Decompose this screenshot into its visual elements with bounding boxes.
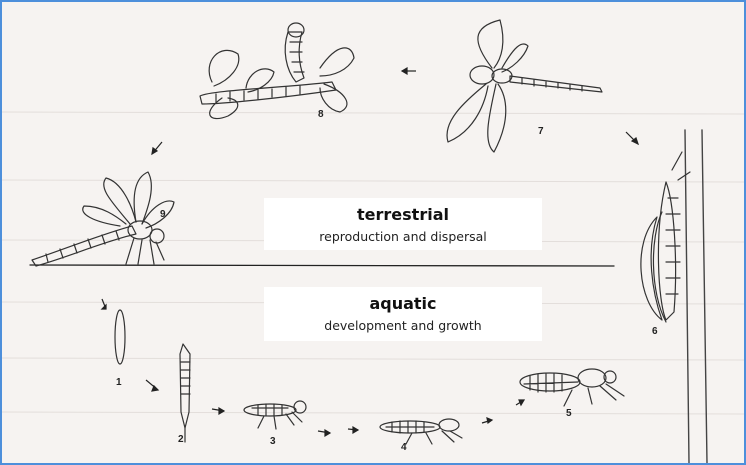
aquatic-title: aquatic xyxy=(264,294,542,314)
early-larva-drawing xyxy=(180,344,190,442)
stage-label-9: 9 xyxy=(160,209,166,220)
terrestrial-label-box: terrestrial reproduction and dispersal xyxy=(264,198,542,250)
stage-label-2: 2 xyxy=(178,434,184,445)
stage-label-7: 7 xyxy=(538,126,544,137)
aquatic-subtitle: development and growth xyxy=(264,317,542,335)
stage-label-3: 3 xyxy=(270,436,276,447)
stage-label-8: 8 xyxy=(318,109,324,120)
mating-pair-drawing xyxy=(200,23,354,119)
egg-drawing xyxy=(115,310,125,364)
stage-label-4: 4 xyxy=(401,442,407,453)
perched-adult-drawing xyxy=(32,172,174,266)
adult-dragonfly-drawing xyxy=(447,20,602,152)
emerging-adult-drawing xyxy=(641,152,690,322)
water-surface-line xyxy=(30,265,614,266)
young-nymph-drawing xyxy=(244,401,306,429)
late-nymph-drawing xyxy=(520,369,624,406)
stage-label-1: 1 xyxy=(116,377,122,388)
terrestrial-subtitle: reproduction and dispersal xyxy=(264,228,542,246)
aquatic-label-box: aquatic development and growth xyxy=(264,287,542,341)
nymph-drawing xyxy=(380,419,462,444)
reed-stem xyxy=(685,130,689,463)
stage-label-6: 6 xyxy=(652,326,658,337)
terrestrial-title: terrestrial xyxy=(264,205,542,225)
stage-label-5: 5 xyxy=(566,408,572,419)
